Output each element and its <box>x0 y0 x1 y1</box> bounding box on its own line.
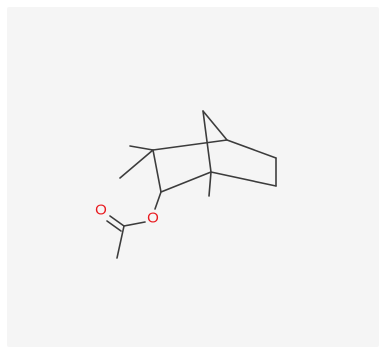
bond-c2-c1 <box>160 171 212 193</box>
bond-carbonyl-double-a <box>109 215 125 227</box>
bond-c7-c4 <box>202 110 228 141</box>
bond-c1-methyl <box>208 171 212 197</box>
bond-c3-methyl-b <box>119 149 154 179</box>
bond-c4-c5 <box>226 139 277 159</box>
bond-carbonyl-double-b <box>106 220 122 232</box>
bond-c4-c3 <box>152 139 228 151</box>
bond-c7-c1 <box>202 110 212 173</box>
bond-c6-c1 <box>210 171 277 187</box>
bond-carbonyl-methyl <box>116 225 125 259</box>
bond-c3-methyl-a <box>129 145 154 151</box>
bond-o-carbonyl-c <box>123 221 146 227</box>
atom-carbonyl-oxygen: O <box>95 202 107 219</box>
atom-ester-oxygen: O <box>147 210 159 227</box>
bond-c2-o <box>154 191 162 210</box>
bond-c3-c2 <box>152 149 162 193</box>
structure-panel <box>7 7 379 347</box>
